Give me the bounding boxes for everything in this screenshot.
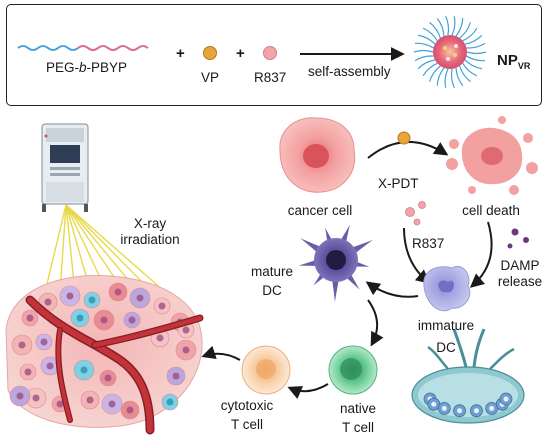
corona-strand — [464, 34, 483, 45]
native-t-cell-icon — [328, 345, 378, 395]
corona-strand — [417, 59, 436, 70]
corona-strand — [428, 65, 441, 82]
tumor-cell-nucleus — [156, 334, 164, 342]
r837-diagram-label: R837 — [412, 236, 445, 251]
corona-strand — [459, 22, 472, 39]
tumor-cell-nucleus — [32, 394, 40, 402]
follicle-center — [431, 401, 437, 407]
cytotoxic-t-cell-label: cytotoxic T cell — [220, 398, 274, 432]
follicle-center — [489, 405, 495, 411]
vp-particle-icon — [203, 46, 217, 60]
tumor-cell-nucleus — [172, 372, 180, 380]
tumor-cell-nucleus — [40, 338, 48, 346]
tumor-cell-nucleus — [66, 292, 74, 300]
corona-strand — [413, 49, 434, 53]
nanoparticle-icon — [413, 16, 487, 88]
differentiation-arrow — [287, 383, 329, 399]
lymph-node-icon — [411, 328, 525, 424]
vp-label: VP — [201, 70, 220, 85]
corona-strand — [466, 42, 486, 49]
tumor-cell-nucleus — [158, 302, 166, 310]
immature-dc-icon — [423, 266, 471, 312]
r837-particle-icon — [263, 46, 277, 60]
corona-strand — [464, 59, 482, 70]
follicle-center — [457, 408, 463, 414]
tumor-cell-nucleus — [100, 316, 108, 324]
tumor-cell-nucleus — [26, 314, 34, 322]
cell-death-icon — [446, 116, 538, 195]
corona-strand — [466, 55, 485, 62]
cancer-cell-icon — [279, 117, 356, 193]
tumor-cell-nucleus — [108, 400, 116, 408]
corona-strand — [422, 27, 438, 42]
self-assembly-label: self-assembly — [308, 64, 391, 79]
tumor-cell-nucleus — [166, 398, 174, 406]
tumor-cell-nucleus — [24, 368, 32, 376]
tumor-cell-nucleus — [86, 396, 94, 404]
corona-strand — [459, 65, 471, 83]
corona-strand — [444, 68, 449, 88]
native-t-cell-label: native T cell — [339, 401, 377, 435]
corona-strand — [455, 18, 464, 37]
corona-strand — [445, 16, 450, 36]
tumor-cell-nucleus — [126, 406, 134, 414]
cell-death-label: cell death — [462, 203, 520, 218]
damp-dots — [507, 228, 529, 249]
corona-strand — [451, 16, 456, 36]
maturation-arrow — [365, 281, 419, 298]
immature-dc-label: immature DC — [417, 318, 475, 355]
corona-strand — [462, 62, 478, 77]
tumor-cell-nucleus — [136, 294, 144, 302]
xray-label: X-ray irradiation — [120, 216, 180, 247]
tumor-cell-nucleus — [88, 296, 96, 304]
product-label: NPVR — [497, 52, 531, 71]
tumor-cell-nucleus — [182, 326, 190, 334]
follicle-center — [441, 405, 447, 411]
plus-sign-2: + — [236, 45, 245, 62]
corona-strand — [466, 51, 487, 55]
corona-strand — [450, 68, 455, 88]
xpdt-label: X-PDT — [378, 176, 419, 191]
mature-dc-label: mature DC — [250, 264, 294, 298]
mature-dc-icon — [298, 224, 373, 302]
tumor-cell-nucleus — [128, 316, 136, 324]
tumor-tissue — [5, 274, 204, 435]
polymer-label: PEG-b-PBYP — [46, 60, 128, 75]
corona-strand — [436, 67, 445, 86]
xpdt-arrow — [367, 141, 449, 159]
damp-release-label: DAMP release — [497, 258, 543, 289]
tumor-cell-nucleus — [46, 362, 54, 370]
cytotoxic-t-cell-icon — [241, 345, 291, 395]
vp-particle-icon-2 — [397, 131, 411, 145]
activation-arrow — [367, 299, 384, 347]
corona-strand — [429, 21, 441, 39]
tumor-cell-nucleus — [16, 392, 24, 400]
corona-strand — [422, 62, 438, 77]
corona-strand — [418, 34, 436, 45]
corona-strand — [415, 42, 434, 49]
corona-strand — [462, 27, 478, 42]
xray-beams — [44, 204, 166, 293]
tumor-cell-nucleus — [182, 346, 190, 354]
r837-label: R837 — [254, 70, 287, 85]
corona-strand — [436, 17, 445, 37]
tumor-cell-nucleus — [114, 288, 122, 296]
tumor-attack-arrow — [201, 345, 241, 361]
follicle-center — [473, 408, 479, 414]
tumor-cell-nucleus — [56, 400, 64, 408]
tumor-cell-nucleus — [80, 366, 88, 374]
tumor-cell-nucleus — [76, 314, 84, 322]
damp-arrow — [469, 221, 493, 288]
tumor-cell-nucleus — [18, 341, 26, 349]
follicle-center — [503, 396, 509, 402]
tumor-cell-nucleus — [44, 298, 52, 306]
tumor-cell-nucleus — [104, 374, 112, 382]
corona-strand — [414, 55, 434, 62]
corona-strand — [455, 67, 464, 87]
xray-machine-icon — [41, 123, 89, 212]
cancer-cell-label: cancer cell — [287, 203, 353, 218]
plus-sign-1: + — [176, 45, 185, 62]
